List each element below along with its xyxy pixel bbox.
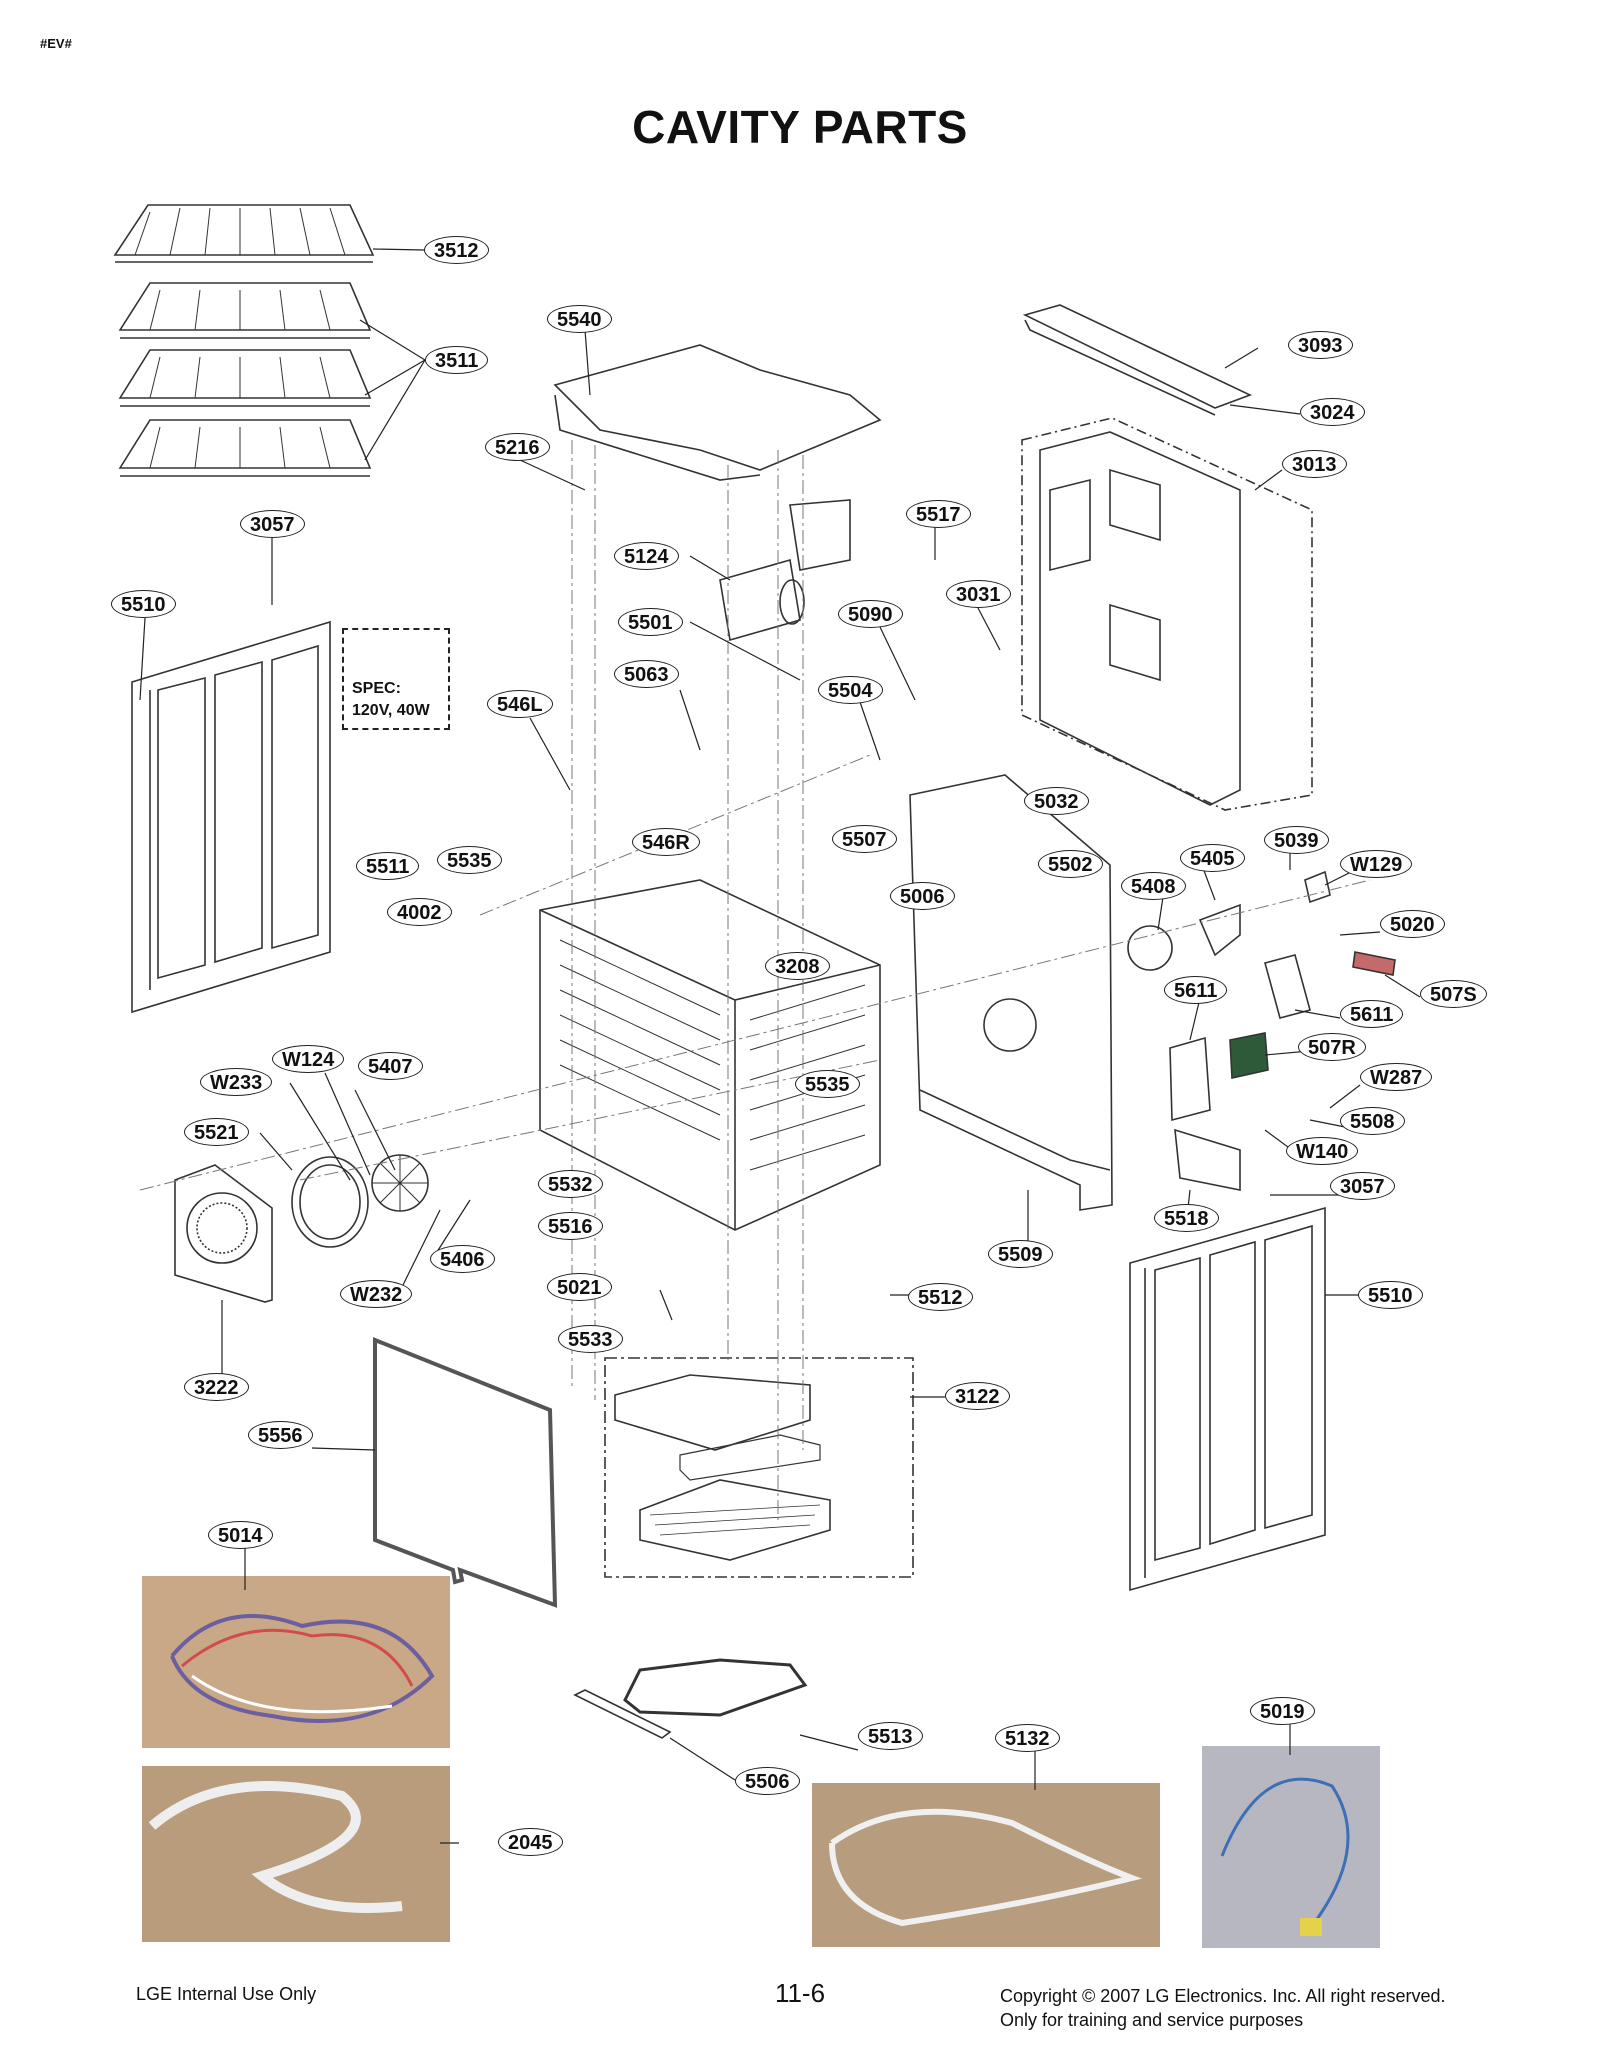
spec-value: 120V, 40W xyxy=(352,702,430,719)
page-number: 11-6 xyxy=(774,1978,826,2008)
callout-5039: 5039 xyxy=(1264,826,1329,854)
photo-wire-harness-5014 xyxy=(142,1576,450,1748)
bake-element-assembly xyxy=(604,1357,914,1578)
callout-5611-b: 5611 xyxy=(1340,1000,1404,1028)
callout-3024: 3024 xyxy=(1300,398,1365,426)
top-trim xyxy=(1022,304,1253,416)
callout-3013: 3013 xyxy=(1282,450,1347,478)
side-panel-left xyxy=(131,620,331,1014)
oven-rack-3511-b xyxy=(118,349,372,407)
callout-W140: W140 xyxy=(1286,1137,1359,1165)
door-gasket xyxy=(373,1337,558,1608)
copyright-line-1: Copyright © 2007 LG Electronics. Inc. Al… xyxy=(1000,1986,1446,2006)
callout-5021: 5021 xyxy=(547,1273,612,1301)
callout-5407: 5407 xyxy=(358,1052,423,1080)
callout-5216: 5216 xyxy=(485,433,550,461)
top-plate xyxy=(553,344,882,481)
footer-copyright: Copyright © 2007 LG Electronics. Inc. Al… xyxy=(1000,1984,1445,2032)
photo-sensor-2045 xyxy=(142,1766,450,1942)
callout-W287: W287 xyxy=(1360,1063,1433,1091)
callout-5533: 5533 xyxy=(558,1325,623,1353)
copyright-line-2: Only for training and service purposes xyxy=(1000,2010,1304,2030)
callout-546R: 546R xyxy=(632,828,700,856)
callout-3222: 3222 xyxy=(184,1373,249,1401)
callout-4002: 4002 xyxy=(387,898,452,926)
callout-5611-a: 5611 xyxy=(1164,976,1228,1004)
callout-5132: 5132 xyxy=(995,1724,1060,1752)
callout-5517: 5517 xyxy=(906,500,971,528)
bulb-spec-box: SPEC: 120V, 40W xyxy=(342,628,450,730)
blower-motor xyxy=(719,499,851,642)
spec-label: SPEC: xyxy=(352,680,401,697)
callout-W232: W232 xyxy=(340,1280,413,1308)
callout-5124: 5124 xyxy=(614,542,679,570)
convection-element xyxy=(291,1156,369,1248)
callout-3122: 3122 xyxy=(945,1382,1010,1410)
page-title: CAVITY PARTS xyxy=(632,101,968,153)
callout-5518: 5518 xyxy=(1154,1204,1219,1232)
callout-3057-right: 3057 xyxy=(1330,1172,1395,1200)
side-panel-right xyxy=(1129,1206,1326,1592)
callout-5063: 5063 xyxy=(614,660,679,688)
bake-element-parts xyxy=(614,1374,831,1561)
callout-3208: 3208 xyxy=(765,952,830,980)
callout-5521: 5521 xyxy=(184,1118,249,1146)
callout-3093: 3093 xyxy=(1288,331,1353,359)
callout-5556: 5556 xyxy=(248,1421,313,1449)
callout-2045: 2045 xyxy=(498,1828,563,1856)
callout-5408: 5408 xyxy=(1121,872,1186,900)
callout-W233: W233 xyxy=(200,1068,273,1096)
rear-panel-sheet xyxy=(1039,431,1241,806)
callout-3031: 3031 xyxy=(946,580,1011,608)
callout-5513: 5513 xyxy=(858,1722,923,1750)
callout-5511: 5511 xyxy=(356,852,420,880)
callout-W129: W129 xyxy=(1340,850,1413,878)
photo-wire-5019 xyxy=(1202,1746,1380,1948)
callout-507S: 507S xyxy=(1420,980,1487,1008)
callout-5032: 5032 xyxy=(1024,787,1089,815)
callout-5006: 5006 xyxy=(890,882,955,910)
callout-5516: 5516 xyxy=(538,1212,603,1240)
rear-panel xyxy=(1021,417,1313,811)
footer-internal-use: LGE Internal Use Only xyxy=(136,1984,317,2004)
photo-sensor-5132 xyxy=(812,1783,1160,1947)
callout-5502: 5502 xyxy=(1038,850,1103,878)
cavity-back-wall xyxy=(909,774,1113,1211)
control-board-pcb xyxy=(1229,1032,1269,1079)
callout-5504: 5504 xyxy=(818,676,883,704)
callout-5405: 5405 xyxy=(1180,844,1245,872)
oven-rack-3511-a xyxy=(118,282,372,339)
callout-3057-top: 3057 xyxy=(240,510,305,538)
callout-507R: 507R xyxy=(1298,1033,1366,1061)
callout-5532: 5532 xyxy=(538,1170,603,1198)
callout-W124: W124 xyxy=(272,1045,345,1073)
callout-5508: 5508 xyxy=(1340,1107,1405,1135)
callout-3512: 3512 xyxy=(424,236,489,264)
terminal-block-507S xyxy=(1352,951,1396,976)
callout-5501: 5501 xyxy=(618,608,683,636)
callout-5510-left: 5510 xyxy=(111,590,176,618)
callout-5406: 5406 xyxy=(430,1245,495,1273)
callout-5540: 5540 xyxy=(547,305,612,333)
callout-5506: 5506 xyxy=(735,1767,800,1795)
broil-element xyxy=(623,1658,808,1717)
callout-546L: 546L xyxy=(487,690,553,718)
callout-5509: 5509 xyxy=(988,1240,1053,1268)
fan-blade xyxy=(371,1154,429,1212)
oven-rack-3512 xyxy=(113,204,375,263)
callout-5090: 5090 xyxy=(838,600,903,628)
callout-5507: 5507 xyxy=(832,825,897,853)
element-bracket xyxy=(573,1689,672,1739)
callout-5020: 5020 xyxy=(1380,910,1445,938)
callout-5014: 5014 xyxy=(208,1521,273,1549)
oven-rack-3511-c xyxy=(118,419,372,477)
callout-5512: 5512 xyxy=(908,1283,973,1311)
document-tag: #EV# xyxy=(40,36,72,51)
callout-5535-top: 5535 xyxy=(437,846,502,874)
callout-5510-right: 5510 xyxy=(1358,1281,1423,1309)
convection-fan-cover xyxy=(174,1164,273,1303)
callout-3511: 3511 xyxy=(425,346,489,374)
callout-5535-mid: 5535 xyxy=(795,1070,860,1098)
callout-5019: 5019 xyxy=(1250,1697,1315,1725)
